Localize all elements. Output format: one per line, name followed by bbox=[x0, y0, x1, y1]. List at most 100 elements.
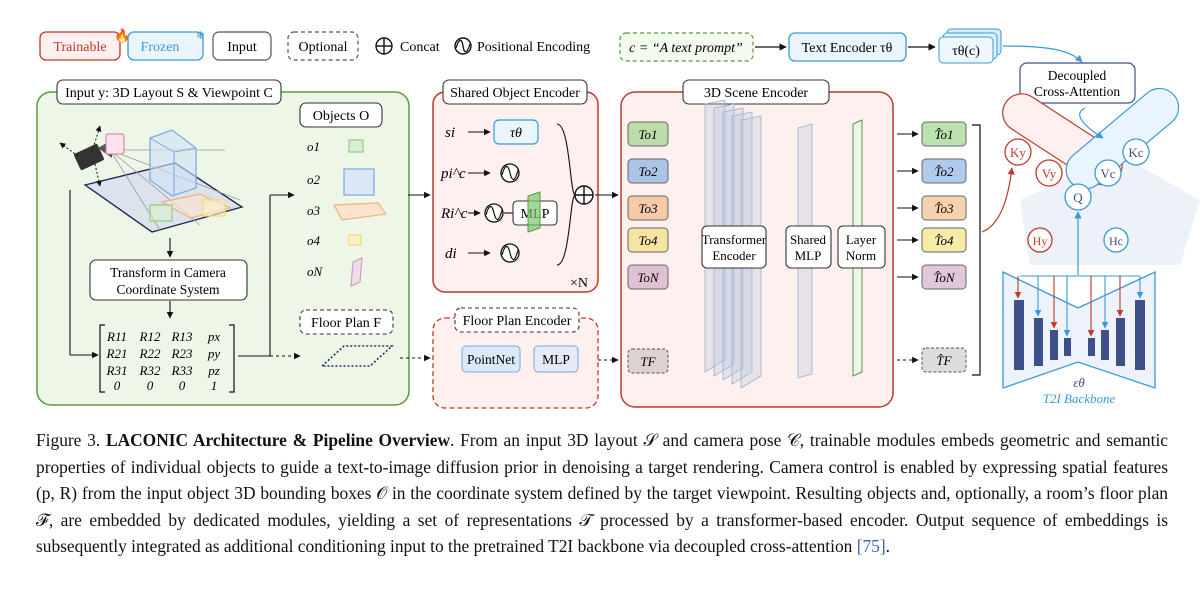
svg-text:Kc: Kc bbox=[1128, 145, 1143, 160]
sine-wave-icon bbox=[454, 37, 472, 55]
input-panel: Input y: 3D Layout S & Viewpoint C bbox=[36, 79, 410, 406]
matrix-cell: R22 bbox=[139, 346, 161, 361]
legend-positional-encoding: Positional Encoding bbox=[454, 37, 590, 55]
architecture-figure: Trainable 🔥 Frozen ❄ Input Optional Conc… bbox=[36, 28, 1200, 409]
svg-text:Encoder: Encoder bbox=[712, 248, 756, 263]
svg-text:Trainable: Trainable bbox=[53, 40, 106, 55]
token-out-label: T̂o1 bbox=[934, 127, 953, 142]
unet-block bbox=[1064, 338, 1071, 356]
figure-caption: Figure 3. LACONIC Architecture & Pipelin… bbox=[36, 430, 1168, 557]
token-out-label: T̂o3 bbox=[934, 201, 954, 216]
key-y-node: Ky bbox=[1004, 138, 1032, 166]
layer-norm-box: Layer bbox=[846, 232, 877, 247]
token-out-label: T̂o4 bbox=[934, 233, 954, 248]
svg-text:Norm: Norm bbox=[846, 248, 876, 263]
transform-box: Transform in Camera bbox=[110, 265, 226, 280]
matrix-cell: py bbox=[207, 346, 221, 361]
tau-encoder-box: τθ bbox=[510, 126, 522, 141]
unet-block bbox=[1135, 300, 1145, 370]
object-icons bbox=[333, 139, 388, 287]
pos-encoding-icon bbox=[500, 243, 520, 263]
output-bracket bbox=[972, 124, 981, 376]
floor-mlp-box: MLP bbox=[542, 352, 570, 367]
matrix-cell: 0 bbox=[114, 378, 121, 393]
token-in-box bbox=[627, 195, 669, 221]
pointnet-box: PointNet bbox=[467, 352, 515, 367]
scene-encoder-title: 3D Scene Encoder bbox=[704, 86, 809, 101]
floor-plan-label: Floor Plan F bbox=[311, 316, 381, 331]
transformer-encoder-box: Transformer bbox=[702, 232, 767, 247]
objects-title: Objects O bbox=[313, 109, 369, 124]
value-c-node: Vc bbox=[1094, 159, 1122, 187]
input-si: si bbox=[445, 125, 455, 141]
matrix-cell: 1 bbox=[211, 378, 218, 393]
matrix-cell: px bbox=[207, 329, 221, 344]
input-di: di bbox=[445, 246, 457, 262]
shared-encoder-title: Shared Object Encoder bbox=[450, 86, 580, 101]
svg-text:Hc: Hc bbox=[1109, 234, 1123, 248]
token-in-box bbox=[627, 121, 669, 147]
svg-text:MLP: MLP bbox=[795, 248, 822, 263]
unet-block bbox=[1034, 318, 1043, 366]
input-panel-title: Input y: 3D Layout S & Viewpoint C bbox=[65, 86, 273, 101]
matrix-cell: R32 bbox=[139, 363, 161, 378]
pos-encoding-icon bbox=[484, 203, 504, 223]
hidden-c-node: Hc bbox=[1103, 227, 1129, 253]
floor-plan-shape bbox=[319, 345, 395, 367]
text-embedding-label: τθ(c) bbox=[952, 44, 980, 59]
camera-icon bbox=[74, 133, 125, 170]
repeat-n-label: ×N bbox=[570, 276, 588, 291]
cross-attention-diagram: Ky Vy Q Vc Kc Hy Hc bbox=[981, 87, 1200, 406]
caption-body: . From an input 3D layout 𝒮 and camera p… bbox=[36, 430, 1168, 557]
figure-title: LACONIC Architecture & Pipeline Overview bbox=[105, 430, 451, 450]
svg-text:Hy: Hy bbox=[1033, 234, 1048, 248]
legend-trainable: Trainable 🔥 bbox=[39, 28, 130, 61]
citation-link[interactable]: [75] bbox=[856, 536, 886, 557]
token-out-label: T̂o2 bbox=[934, 164, 954, 179]
matrix-cell: R11 bbox=[106, 329, 127, 344]
svg-text:Optional: Optional bbox=[299, 40, 348, 55]
unet-block bbox=[1116, 318, 1125, 366]
snowflake-icon: ❄ bbox=[196, 30, 205, 42]
token-in-box bbox=[627, 227, 669, 253]
matrix-cell: R33 bbox=[171, 363, 193, 378]
matrix-cell: R21 bbox=[106, 346, 128, 361]
svg-text:Decoupled: Decoupled bbox=[1048, 68, 1107, 83]
token-in-label: To1 bbox=[638, 127, 657, 142]
scene-sketch bbox=[59, 125, 244, 233]
svg-text:Input: Input bbox=[227, 40, 257, 55]
unet-block bbox=[1101, 330, 1109, 360]
svg-text:Positional Encoding: Positional Encoding bbox=[477, 40, 590, 55]
token-in-label: To3 bbox=[638, 201, 658, 216]
shared-object-encoder: Shared Object Encoder si pi^c Ri^c di τθ… bbox=[432, 79, 599, 293]
legend-input: Input bbox=[212, 31, 272, 61]
token-out-box bbox=[921, 227, 967, 253]
token-in-label: ToN bbox=[637, 270, 660, 285]
token-in-box bbox=[627, 264, 669, 290]
legend: Trainable 🔥 Frozen ❄ Input Optional Conc… bbox=[39, 28, 590, 61]
svg-text:Vy: Vy bbox=[1042, 166, 1057, 181]
unet-block bbox=[1014, 300, 1024, 370]
object-label: o4 bbox=[307, 233, 321, 248]
pos-encoding-icon bbox=[500, 163, 520, 183]
matrix-cell: R13 bbox=[171, 329, 193, 344]
token-in-box bbox=[627, 158, 669, 184]
value-y-node: Vy bbox=[1035, 159, 1063, 187]
shared-mlp-box: Shared bbox=[790, 232, 827, 247]
matrix-cell: R23 bbox=[171, 346, 193, 361]
floor-encoder-title: Floor Plan Encoder bbox=[463, 314, 572, 329]
input-ric: Ri^c bbox=[440, 206, 468, 222]
floor-plan-encoder: Floor Plan Encoder PointNet MLP bbox=[432, 307, 599, 409]
matrix-cell: R31 bbox=[106, 363, 128, 378]
object-label: o3 bbox=[307, 203, 321, 218]
matrix-cell: pz bbox=[207, 363, 220, 378]
svg-text:Vc: Vc bbox=[1100, 166, 1115, 181]
unet-block bbox=[1050, 330, 1058, 360]
object-label: o2 bbox=[307, 172, 321, 187]
text-prompt-box: c = “A text prompt” bbox=[629, 41, 743, 56]
svg-text:Q: Q bbox=[1073, 190, 1083, 205]
t2i-backbone: εθ T2I Backbone bbox=[1002, 270, 1156, 406]
token-out-box bbox=[921, 158, 967, 184]
